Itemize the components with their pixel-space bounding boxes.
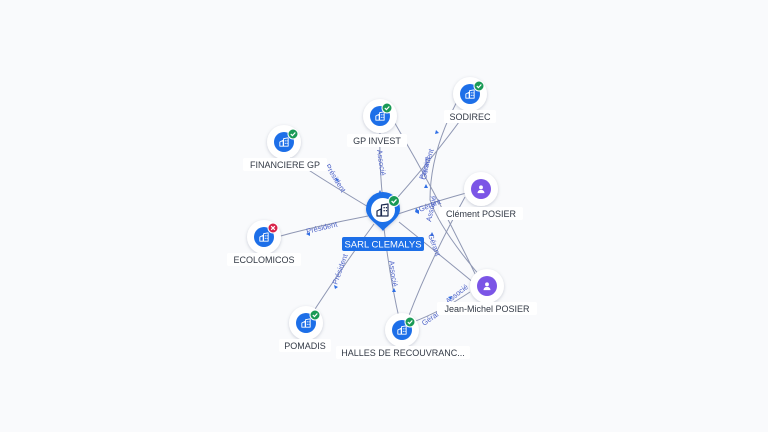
label-bg <box>439 207 523 220</box>
edge-jm-clemalys <box>398 221 475 284</box>
closed-badge <box>267 222 279 234</box>
node-jean-michel-posier[interactable] <box>470 269 504 303</box>
node-label-gp-invest[interactable]: GP INVEST <box>353 136 401 146</box>
label-bg <box>279 339 331 352</box>
center-label-bg <box>342 237 424 251</box>
node-pomadis[interactable] <box>289 306 323 340</box>
node-label-halles[interactable]: HALLES DE RECOUVRANC... <box>341 348 465 358</box>
node-label-clement-posier[interactable]: Clément POSIER <box>446 209 517 219</box>
verified-badge <box>404 316 416 328</box>
edge-label-financiere: Président <box>323 162 348 194</box>
edge-label-pomadis: Président <box>330 252 350 286</box>
center-node[interactable] <box>366 192 400 231</box>
edge-label-gp-invest: Associé <box>375 149 388 176</box>
arrow-marker <box>430 232 434 236</box>
node-clement-posier[interactable] <box>464 172 498 206</box>
node-ecolomicos[interactable] <box>247 220 281 254</box>
node-sodirec[interactable] <box>453 77 487 111</box>
label-bg <box>227 253 301 266</box>
label-bg <box>336 346 470 359</box>
verified-badge <box>381 102 393 114</box>
verified-badge <box>309 309 321 321</box>
arrow-marker <box>435 130 439 134</box>
edge-label-halles: Associé <box>387 260 400 287</box>
arrow-marker <box>415 208 419 212</box>
node-label-financiere-gp[interactable]: FINANCIERE GP <box>250 160 320 170</box>
edge-label-jm-sodirec: Gérant <box>419 155 432 180</box>
edge-clement <box>397 191 471 215</box>
node-label-sodirec[interactable]: SODIREC <box>449 112 491 122</box>
node-label-ecolomicos[interactable]: ECOLOMICOS <box>233 255 294 265</box>
node-label-pomadis[interactable]: POMADIS <box>284 341 326 351</box>
verified-badge <box>388 195 400 207</box>
arrow-marker <box>335 178 339 182</box>
arrow-marker <box>448 296 452 300</box>
center-node-label[interactable]: SARL CLEMALYS <box>344 240 421 251</box>
edge-jm-sodirec <box>429 95 487 284</box>
label-bg <box>347 134 407 147</box>
arrow-marker <box>334 285 338 289</box>
node-financiere-gp[interactable] <box>267 125 301 159</box>
edge-label-ecolomicos: Président <box>305 219 339 236</box>
label-bg <box>243 158 327 171</box>
verified-badge <box>473 80 485 92</box>
node-halles[interactable] <box>385 313 419 347</box>
arrow-marker <box>306 232 310 236</box>
node-label-jean-michel-posier[interactable]: Jean-Michel POSIER <box>444 304 530 314</box>
arrow-marker <box>392 288 396 292</box>
arrow-marker <box>424 184 428 188</box>
building-icon <box>376 203 389 217</box>
edge-label-clement-halles: Associé <box>424 195 438 223</box>
verified-badge <box>287 128 299 140</box>
node-gp-invest[interactable] <box>363 99 397 133</box>
label-bg <box>444 110 496 123</box>
label-bg <box>437 302 537 315</box>
